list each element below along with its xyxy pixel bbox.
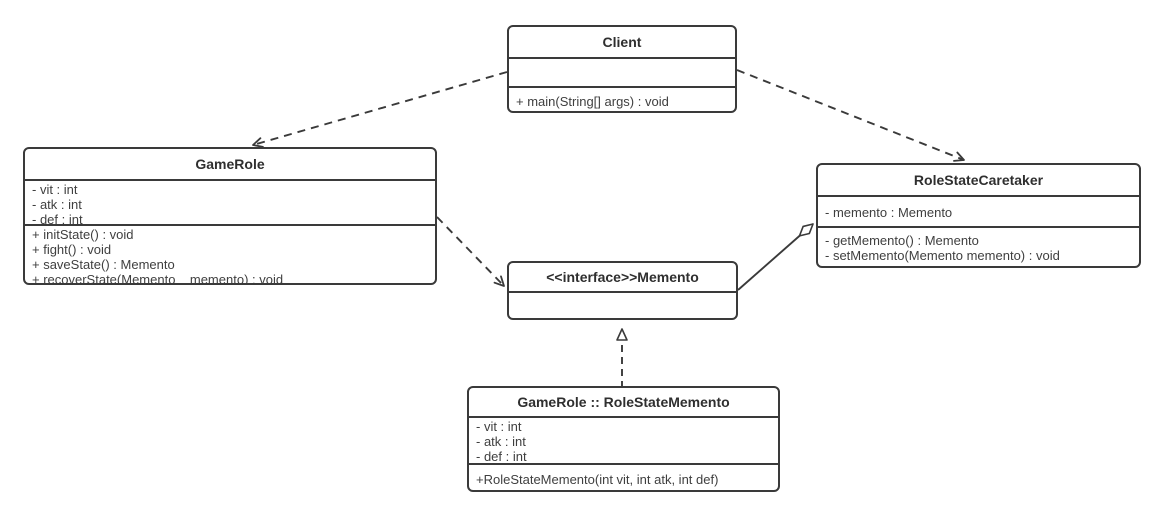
dependency-gamerole-to-memento (436, 216, 505, 287)
class-client-methods: + main(String[] args) : void (509, 86, 735, 111)
class-rolestatecaretaker-methods: - getMemento() : Memento- setMemento(Mem… (818, 226, 1139, 266)
class-rolestatememento-methods: +RoleStateMemento(int vit, int atk, int … (469, 463, 778, 490)
class-rolestatecaretaker: RoleStateCaretaker - memento : Memento -… (816, 163, 1141, 268)
member-line: - def : int (476, 449, 527, 463)
class-rolestatememento: GameRole :: RoleStateMemento - vit : int… (467, 386, 780, 492)
member-line: +RoleStateMemento(int vit, int atk, int … (476, 471, 719, 487)
class-rolestatecaretaker-title: RoleStateCaretaker (913, 172, 1044, 188)
member-line: - def : int (32, 212, 83, 224)
member-line: + recoverState(Memento memento) : void (32, 272, 284, 285)
class-client-attributes (509, 57, 735, 86)
member-line: - setMemento(Memento memento) : void (825, 248, 1060, 263)
member-line: + fight() : void (32, 242, 112, 257)
dependency-client-to-rolestatecaretaker (736, 69, 965, 162)
member-line: - atk : int (32, 197, 82, 212)
class-client: Client + main(String[] args) : void (507, 25, 737, 113)
class-client-title: Client (602, 34, 642, 50)
class-gamerole-attributes: - vit : int- atk : int- def : int (25, 179, 435, 224)
class-memento-interface-title: <<interface>>Memento (546, 269, 699, 285)
member-line: - vit : int (32, 182, 78, 197)
member-line: - atk : int (476, 434, 526, 449)
member-line: + saveState() : Memento (32, 257, 175, 272)
dependency-client-to-gamerole (252, 71, 508, 148)
class-gamerole: GameRole - vit : int- atk : int- def : i… (23, 147, 437, 285)
aggregation-rolestatecaretaker-memento (737, 223, 814, 291)
class-rolestatecaretaker-attributes: - memento : Memento (818, 195, 1139, 226)
member-line: - vit : int (476, 419, 522, 434)
class-rolestatememento-attributes: - vit : int- atk : int- def : int (469, 416, 778, 463)
class-gamerole-methods: + initState() : void+ fight() : void+ sa… (25, 224, 435, 285)
member-line: - memento : Memento (825, 204, 953, 220)
member-line: + initState() : void (32, 227, 134, 242)
class-rolestatememento-title: GameRole :: RoleStateMemento (517, 394, 730, 410)
class-memento-interface: <<interface>>Memento (507, 261, 738, 320)
class-gamerole-title: GameRole (195, 156, 265, 172)
member-line: + main(String[] args) : void (516, 93, 669, 109)
member-line: - getMemento() : Memento (825, 233, 979, 248)
class-memento-interface-attributes (509, 291, 736, 318)
